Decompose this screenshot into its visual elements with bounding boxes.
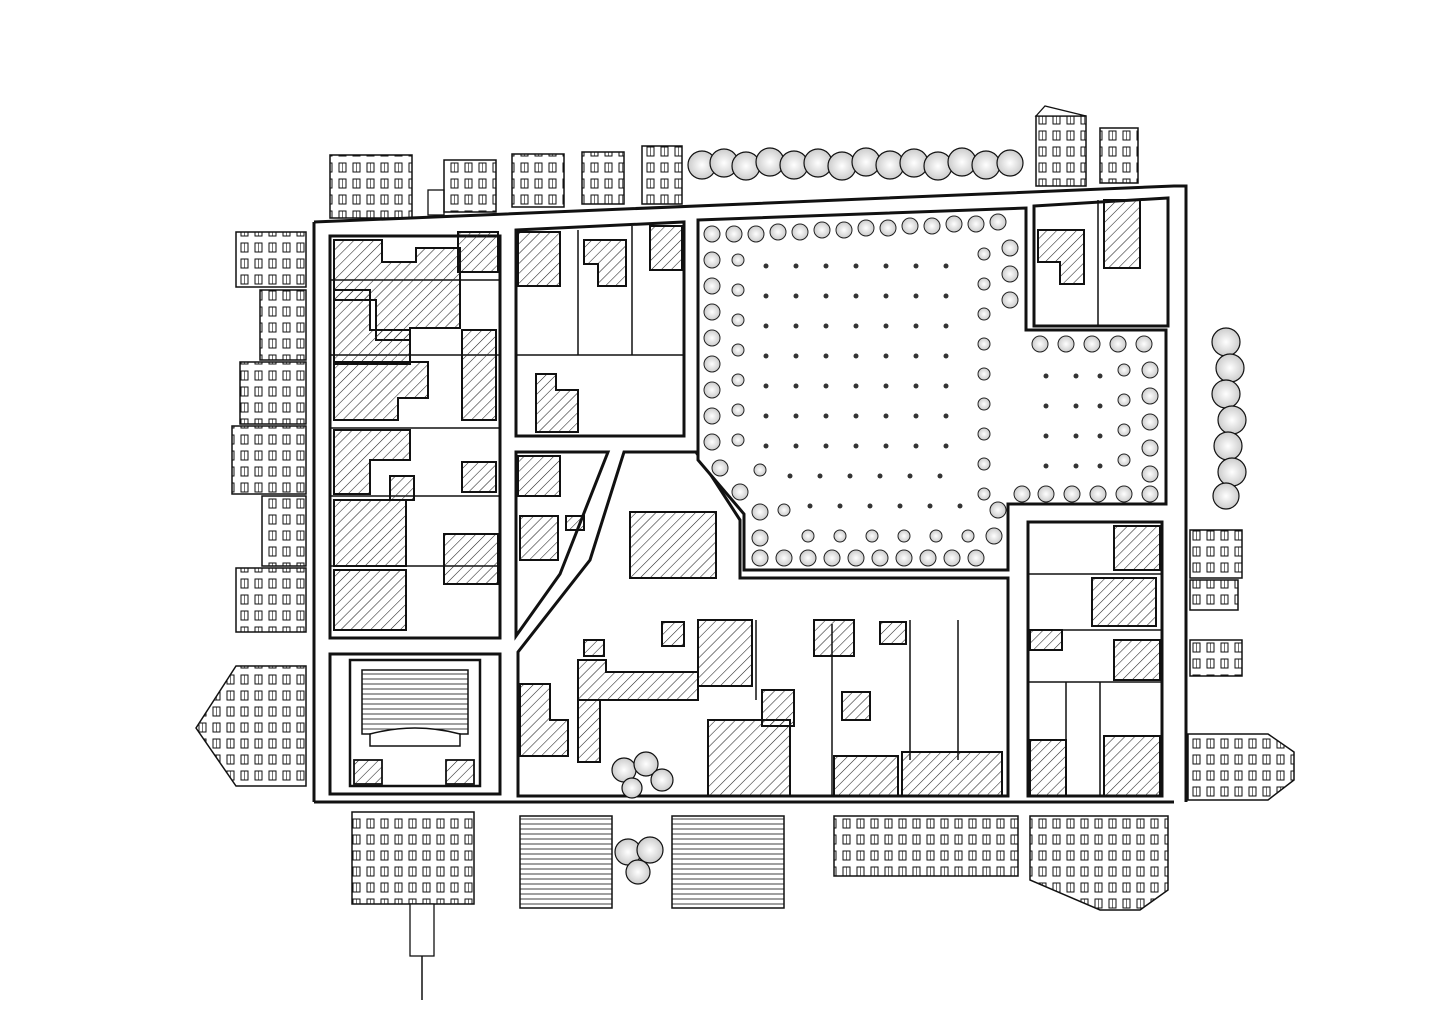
buildings bbox=[333, 199, 1161, 797]
trees-bottom bbox=[614, 836, 664, 885]
block-small-triangle bbox=[514, 450, 611, 641]
street-grid bbox=[312, 184, 1188, 804]
facades-left bbox=[195, 231, 307, 787]
facades-bottom bbox=[351, 811, 1169, 1000]
tree-line-top bbox=[687, 147, 1024, 181]
park-interior-dots bbox=[763, 263, 1103, 509]
facades-top bbox=[329, 105, 1139, 219]
courtyard-trees bbox=[611, 751, 674, 799]
tree-line-right bbox=[1211, 327, 1247, 510]
church-plan bbox=[348, 658, 482, 788]
block-park bbox=[696, 206, 1168, 572]
facades-right bbox=[1187, 529, 1295, 801]
park-trees bbox=[703, 213, 1159, 567]
